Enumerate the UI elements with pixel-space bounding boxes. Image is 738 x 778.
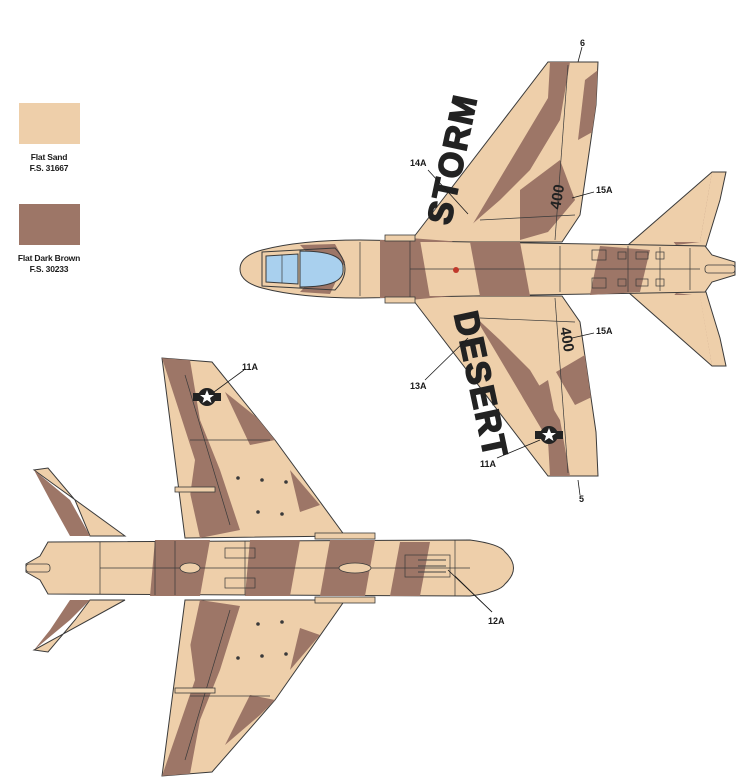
bottom-view-tailplane-upper [32,467,127,537]
flat-sand-label: Flat Sand F.S. 31667 [4,152,94,174]
stencil-marking-12a [418,559,446,573]
flat-sand-swatch [19,103,80,144]
callout-14a: 14A [410,158,427,168]
top-view-canopy-glass [299,250,344,288]
star-insignia-top-view [535,426,563,444]
callout-15a-top: 15A [596,185,613,195]
callout-11a-bottom-view: 11A [242,362,259,372]
callout-6: 6 [580,38,585,48]
bottom-view-panel-lines [99,374,470,761]
bottom-view-aircraft [25,357,514,777]
bottom-view-rivets [236,476,288,660]
top-view-aircraft: STORM DESERT 400 400 [239,61,736,477]
callout-5: 5 [579,494,584,504]
star-insignia-bottom-view [193,388,221,406]
wing-number-400-lower: 400 [556,326,577,354]
flat-sand-name: Flat Sand [30,152,68,162]
callout-13a: 13A [410,381,427,391]
callout-15a-bottom: 15A [596,326,613,336]
flat-dark-brown-name: Flat Dark Brown [17,253,81,263]
wing-number-400-upper: 400 [547,183,568,211]
callout-leader-lines [213,46,595,613]
callout-11a-top-view: 11A [480,459,497,469]
flat-sand-code: F.S. 31667 [29,163,69,173]
top-view-tailplane-lower [626,291,727,367]
flat-dark-brown-swatch [19,204,80,245]
top-view-tailplane-upper [626,171,727,247]
bottom-view-tailplane-lower [32,599,126,653]
top-view-canopy-frame [261,247,346,291]
flat-dark-brown-label: Flat Dark Brown F.S. 30233 [4,253,94,275]
flat-dark-brown-code: F.S. 30233 [29,264,69,274]
callout-12a: 12A [488,616,505,626]
